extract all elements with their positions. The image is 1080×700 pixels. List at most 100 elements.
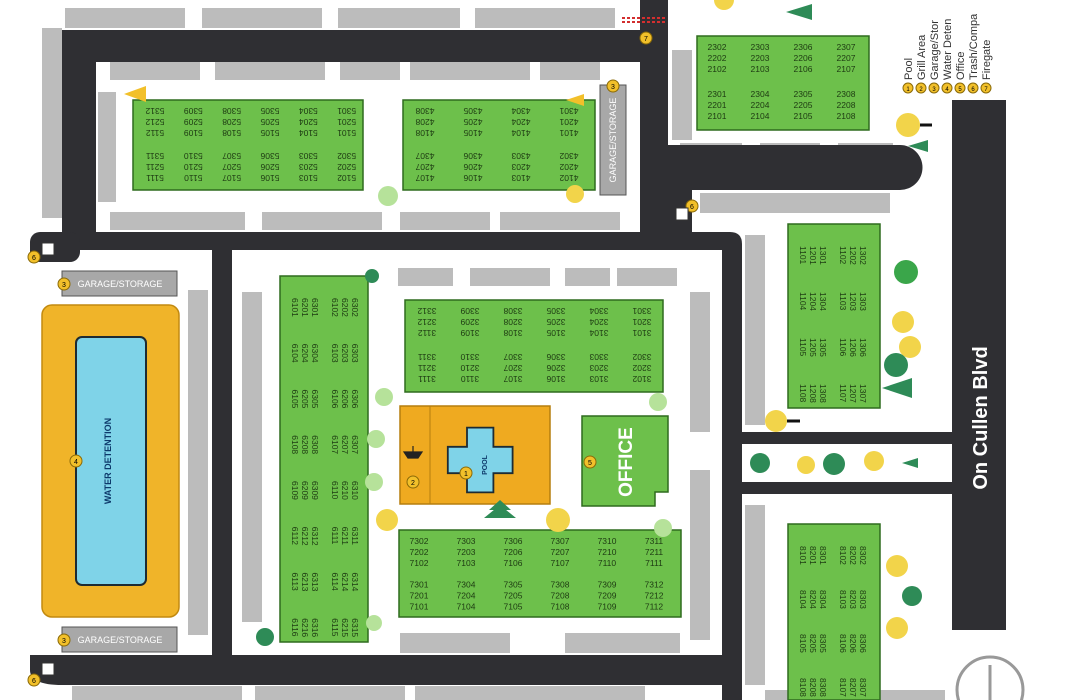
unit-number: 7305: [504, 580, 523, 590]
unit-number: 1307: [858, 384, 868, 403]
grill-icon: [402, 446, 424, 459]
unit-number: 6203: [340, 344, 350, 363]
unit-number: 2201: [708, 100, 727, 110]
unit-number: 4207: [415, 162, 434, 172]
tree-icon: [566, 185, 584, 203]
svg-text:6: 6: [32, 255, 36, 262]
unit-number: 8305: [818, 634, 828, 653]
unit-number: 8108: [798, 678, 808, 697]
marker-6: [27, 250, 41, 264]
unit-number: 5207: [222, 162, 241, 172]
unit-number: 3104: [589, 328, 608, 338]
unit-number: 3108: [503, 328, 522, 338]
unit-number: 2107: [837, 64, 856, 74]
svg-text:3: 3: [62, 638, 66, 645]
pool-label: POOL: [482, 454, 489, 475]
unit-number: 2204: [751, 100, 770, 110]
unit-number: 4305: [463, 106, 482, 116]
unit-number: 5103: [299, 173, 318, 183]
unit-number: 1302: [858, 246, 868, 265]
marker-1: [459, 466, 473, 480]
unit-number: 6309: [310, 481, 320, 500]
unit-number: 6114: [330, 573, 340, 592]
legend-number: 2: [919, 87, 923, 93]
unit-number: 6316: [310, 618, 320, 637]
marker-2: [406, 475, 420, 489]
unit-number: 8308: [818, 678, 828, 697]
unit-number: 1103: [838, 292, 848, 311]
tree-icon: [365, 269, 379, 283]
unit-number: 4103: [511, 173, 530, 183]
unit-number: 3201: [632, 317, 651, 327]
unit-number: 3203: [589, 363, 608, 373]
legend-marker: [980, 82, 992, 94]
unit-number: 1208: [808, 384, 818, 403]
unit-number: 6206: [340, 390, 350, 409]
unit-number: 5104: [299, 128, 318, 138]
unit-number: 1201: [808, 246, 818, 265]
tree-icon: [894, 260, 918, 284]
building-b8300: [787, 523, 881, 700]
tree-icon: [750, 453, 770, 473]
unit-number: 5203: [299, 162, 318, 172]
unit-number: 5309: [184, 106, 203, 116]
tree-icon: [256, 628, 274, 646]
unit-number: 3110: [461, 374, 480, 384]
unit-number: 7202: [410, 547, 429, 557]
tree-icon: [366, 615, 382, 631]
unit-number: 3101: [632, 328, 651, 338]
unit-number: 2207: [837, 53, 856, 63]
unit-number: 2102: [708, 64, 727, 74]
unit-number: 5106: [260, 173, 279, 183]
unit-number: 6105: [290, 390, 300, 409]
unit-number: 4301: [559, 106, 578, 116]
unit-number: 7209: [598, 591, 617, 601]
legend-label: Office: [955, 51, 967, 80]
unit-number: 6305: [310, 390, 320, 409]
unit-number: 7207: [551, 547, 570, 557]
unit-number: 3211: [418, 363, 437, 373]
unit-number: 7111: [645, 558, 663, 568]
garage-storage-label-north: GARAGE/STORAGE: [608, 98, 618, 183]
unit-number: 4102: [559, 173, 578, 183]
unit-number: 2208: [837, 100, 856, 110]
unit-number: 3309: [460, 306, 479, 316]
tree-icon: [823, 453, 845, 475]
tree-icon: [365, 473, 383, 491]
unit-number: 6308: [310, 435, 320, 454]
unit-number: 7112: [645, 602, 664, 612]
unit-number: 1104: [798, 292, 808, 311]
unit-number: 6116: [290, 618, 300, 637]
unit-number: 8208: [808, 678, 818, 697]
building-b7300: [398, 529, 682, 618]
garage-storage-label-west-bottom: GARAGE/STORAGE: [78, 635, 163, 645]
legend-number: 4: [945, 87, 949, 93]
unit-number: 6204: [300, 344, 310, 363]
tree-icon: [649, 393, 667, 411]
unit-number: 6202: [340, 298, 350, 317]
unit-number: 3112: [418, 328, 437, 338]
landscaping: [124, 0, 932, 646]
unit-numbers: 2302220221022303220321032306220621062307…: [145, 42, 868, 697]
unit-number: 3206: [546, 363, 565, 373]
unit-number: 3109: [460, 328, 479, 338]
legend-number: 3: [932, 87, 936, 93]
pine-tree-icon: [484, 500, 516, 518]
unit-number: 6102: [330, 298, 340, 317]
unit-number: 2101: [708, 111, 727, 121]
unit-number: 6311: [350, 527, 360, 546]
garage-storage-label-west-top: GARAGE/STORAGE: [78, 279, 163, 289]
unit-number: 3107: [503, 374, 522, 384]
legend-marker: [954, 82, 966, 94]
unit-number: 2202: [708, 53, 727, 63]
office-building: OFFICE: [581, 415, 669, 507]
unit-number: 8204: [808, 590, 818, 609]
unit-number: 3301: [632, 306, 651, 316]
unit-number: 7108: [551, 602, 570, 612]
unit-number: 3204: [589, 317, 608, 327]
unit-number: 7109: [598, 602, 617, 612]
unit-number: 5205: [260, 117, 279, 127]
street-name: On Cullen Blvd: [970, 346, 992, 489]
unit-number: 5109: [184, 128, 203, 138]
unit-number: 7306: [504, 536, 523, 546]
